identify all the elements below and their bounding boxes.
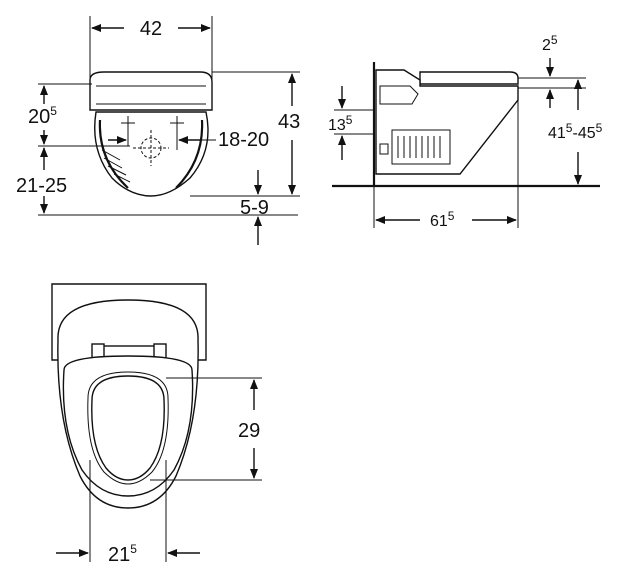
lid-offset-dimension: 25 (518, 33, 586, 108)
top-toilet-body (51, 283, 207, 509)
front-width-dimension: 42 (89, 16, 213, 80)
side-view: 25 415-455 135 615 (328, 33, 603, 230)
lid-offset-label: 25 (542, 33, 558, 54)
cover-height-label: 135 (328, 113, 353, 134)
front-total-height-dimension: 43 (190, 71, 300, 197)
seat-length-label: 29 (238, 420, 260, 442)
front-width-label: 42 (140, 18, 162, 40)
front-toilet-body (89, 71, 213, 197)
vent-grille (397, 136, 441, 158)
pipe-spacing-label: 18-20 (218, 129, 269, 151)
seat-height-label: 205 (28, 104, 57, 128)
pipe-height-label: 21-25 (16, 175, 67, 197)
front-view: 42 (16, 16, 300, 245)
front-left-dimensions: 205 21-25 (16, 83, 298, 216)
seat-length-dimension: 29 (150, 377, 262, 481)
cover-height-dimension: 135 (328, 86, 374, 160)
pipe-spacing-dimension: 18-20 (108, 129, 269, 151)
top-view: 29 215 (51, 283, 262, 566)
side-toilet-body (375, 69, 519, 175)
clearance-label: 5-9 (240, 197, 269, 219)
side-height-dimension: 415-455 (548, 79, 603, 185)
clearance-dimension: 5-9 (240, 170, 269, 245)
side-depth-dimension: 615 (373, 100, 519, 230)
height-range-label: 415-455 (548, 121, 603, 142)
total-height-label: 43 (278, 111, 300, 133)
depth-label: 615 (430, 209, 455, 230)
seat-width-label: 215 (108, 542, 137, 566)
seat-width-dimension: 215 (56, 460, 200, 566)
